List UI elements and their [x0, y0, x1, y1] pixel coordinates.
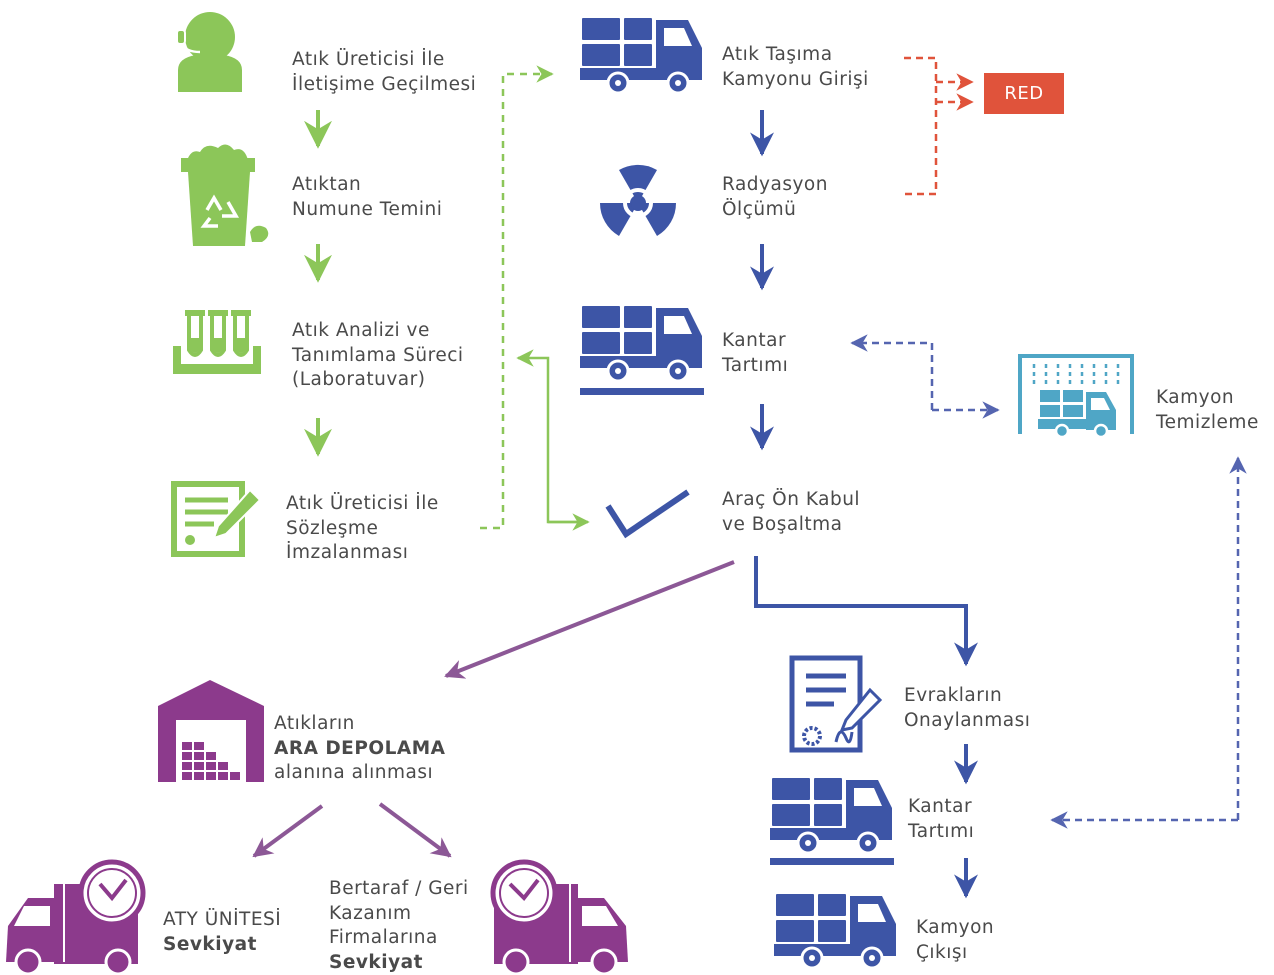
truck-on-scale-icon — [770, 778, 894, 865]
delivery-truck-clock-icon — [6, 859, 146, 974]
label-documents: Evrakların Onaylanması — [904, 685, 1031, 731]
label-weighing2: Kantar Tartımı — [908, 796, 975, 842]
label-storage: Atıkların ARA DEPOLAMA alanına alınması — [274, 713, 446, 783]
label-truck-exit: Kamyon Çıkışı — [916, 917, 995, 963]
label-analysis: Atık Analizi ve Tanımlama Süreci (Labora… — [292, 320, 464, 390]
label-aty: ATY ÜNİTESİ Sevkiyat — [163, 909, 282, 955]
label-radiation: Radyasyon Ölçümü — [722, 174, 828, 220]
dashed-arrow-contract-to-truck-entry — [480, 65, 554, 530]
label-sample: Atıktan Numune Temini — [292, 174, 443, 220]
truck-icon — [580, 18, 702, 95]
delivery-truck-clock-icon — [490, 859, 628, 974]
arrow-acceptance-to-documents — [754, 556, 978, 667]
truck-wash-icon — [1018, 354, 1134, 439]
dashed-reject-path — [904, 56, 938, 196]
recycle-bin-icon — [181, 144, 269, 246]
call-center-person-icon — [176, 4, 242, 92]
checkmark-icon — [605, 489, 690, 539]
label-truck-entry: Atık Taşıma Kamyonu Girişi — [722, 44, 869, 90]
arrow-acceptance-to-storage — [444, 560, 735, 679]
label-cleaning: Kamyon Temizleme — [1156, 387, 1259, 433]
truck-on-scale-icon — [580, 306, 704, 395]
truck-icon — [774, 894, 896, 970]
certificate-document-icon — [789, 655, 883, 753]
label-weighing1: Kantar Tartımı — [722, 330, 789, 376]
arrow-storage-to-disposal — [378, 802, 452, 858]
test-tubes-icon — [173, 310, 261, 374]
arrow-storage-to-aty — [252, 804, 324, 858]
dashed-arrow-to-weighing1 — [850, 334, 934, 410]
label-acceptance: Araç Ön Kabul ve Boşaltma — [722, 489, 861, 535]
label-disposal: Bertaraf / Geri Kazanım Firmalarına Sevk… — [329, 878, 469, 973]
radiation-icon — [599, 164, 677, 236]
label-contract: Atık Üreticisi İle Sözleşme İmzalanması — [286, 493, 439, 563]
label-contact: Atık Üreticisi İle İletişime Geçilmesi — [292, 49, 477, 95]
reject-badge: RED — [984, 73, 1064, 114]
contract-sign-icon — [171, 481, 262, 557]
warehouse-icon — [158, 680, 264, 782]
arrow-acceptance-to-analysis — [516, 349, 585, 524]
